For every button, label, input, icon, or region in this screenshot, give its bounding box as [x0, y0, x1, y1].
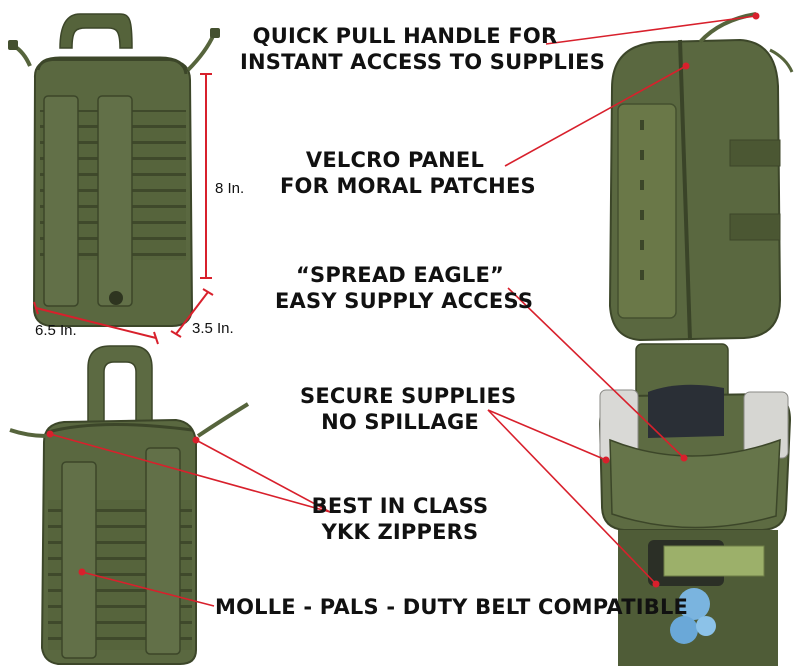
pouch-front-view — [608, 12, 794, 342]
callout-line: “SPREAD EAGLE” — [296, 263, 504, 287]
callout-velcro-panel: VELCRO PANEL FOR MORAL PATCHES — [280, 147, 536, 199]
callout-line: QUICK PULL HANDLE FOR — [252, 24, 558, 48]
callout-line: FOR MORAL PATCHES — [280, 174, 536, 198]
pointer-zippers-2 — [195, 439, 331, 513]
pointer-dots — [46, 12, 760, 588]
callout-line: EASY SUPPLY ACCESS — [275, 289, 534, 313]
dimension-markers — [33, 73, 214, 345]
pointer-eagle — [507, 287, 685, 459]
pointer-secure-1 — [487, 409, 607, 461]
callout-molle-compatible: MOLLE - PALS - DUTY BELT COMPATIBLE — [215, 594, 689, 620]
callout-secure-supplies: SECURE SUPPLIES NO SPILLAGE — [300, 383, 517, 435]
pouch-back-view — [9, 345, 250, 665]
callout-line: INSTANT ACCESS TO SUPPLIES — [240, 50, 606, 74]
dimension-height-label: 8 In. — [215, 180, 245, 197]
callout-line: VELCRO PANEL — [305, 148, 485, 172]
callout-line: NO SPILLAGE — [321, 410, 479, 434]
pouch-rear-view — [8, 13, 220, 327]
pouch-open-view — [598, 343, 792, 666]
pointer-handle — [545, 15, 757, 45]
dimension-width-label: 6.5 In. — [35, 322, 77, 339]
callout-quick-pull-handle: QUICK PULL HANDLE FOR INSTANT ACCESS TO … — [240, 23, 606, 75]
pointer-molle — [81, 571, 215, 607]
callout-spread-eagle: “SPREAD EAGLE” EASY SUPPLY ACCESS — [275, 262, 534, 314]
pointer-velcro — [504, 65, 687, 167]
callout-line: MOLLE - PALS - DUTY BELT COMPATIBLE — [215, 595, 689, 619]
callout-line: YKK ZIPPERS — [321, 520, 479, 544]
pointer-secure-2 — [487, 409, 657, 585]
callout-line: BEST IN CLASS — [311, 494, 489, 518]
callout-pointers — [49, 15, 757, 607]
pointer-zippers-1 — [49, 433, 331, 513]
callout-ykk-zippers: BEST IN CLASS YKK ZIPPERS — [300, 493, 500, 545]
callout-line: SECURE SUPPLIES — [300, 384, 517, 408]
dimension-depth-label: 3.5 In. — [192, 320, 234, 337]
